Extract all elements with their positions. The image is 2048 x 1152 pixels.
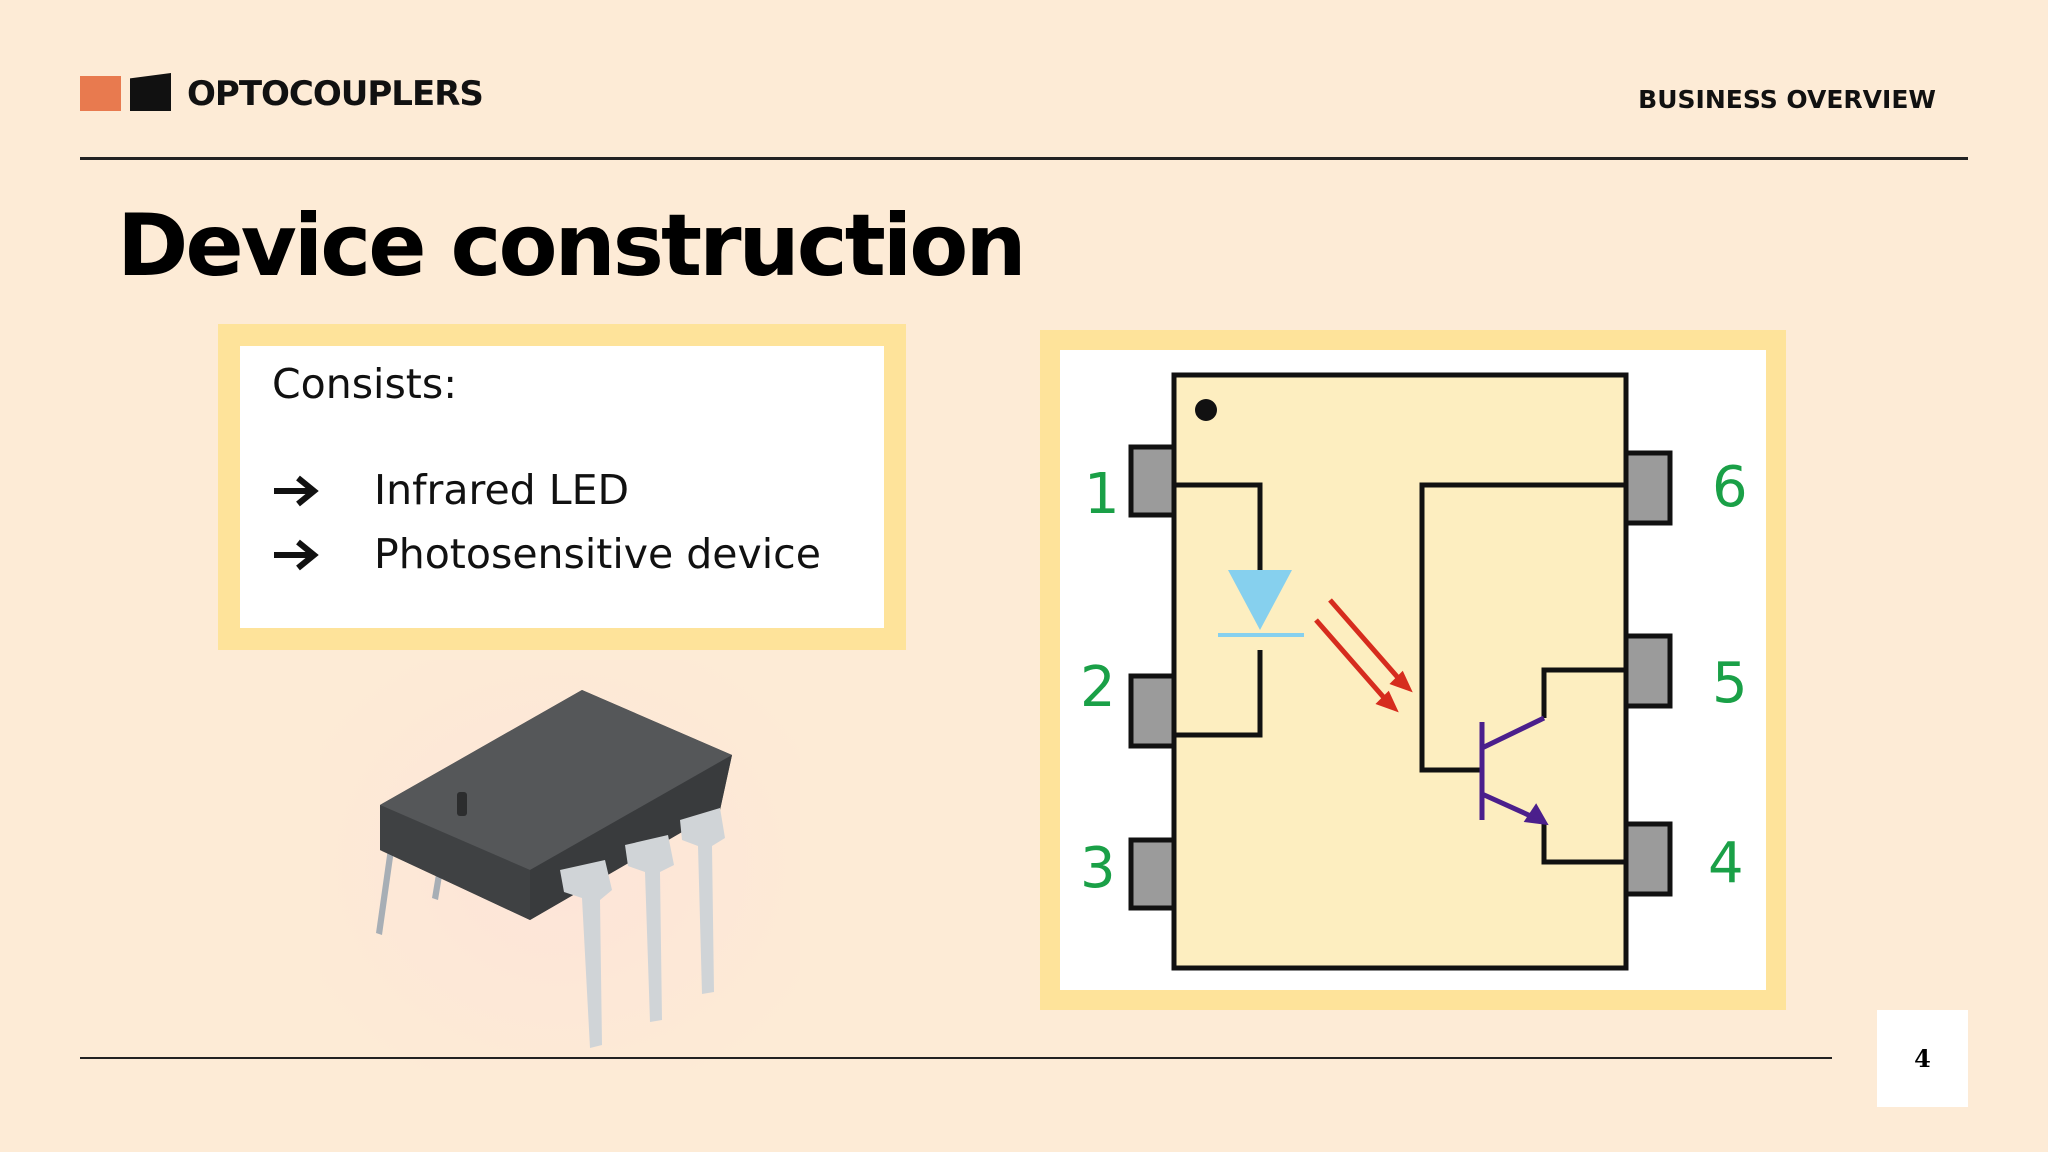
pin-3 <box>1128 837 1177 911</box>
consists-box: Consists: Infrared LED Photosensitive de… <box>218 324 906 650</box>
pin-label-1: 1 <box>1084 462 1120 527</box>
footer-divider <box>80 1057 1832 1059</box>
optocoupler-schematic: 1 2 3 4 5 6 <box>1080 372 1748 971</box>
pin-label-5: 5 <box>1712 651 1748 716</box>
bullet-label: Photosensitive device <box>374 530 821 578</box>
light-arrows-icon <box>1314 598 1413 713</box>
consists-heading: Consists: <box>272 360 458 408</box>
pin-label-4: 4 <box>1708 831 1744 896</box>
transistor-wire <box>1419 482 1626 773</box>
pin-5 <box>1623 633 1673 709</box>
page-number-box: 4 <box>1877 1010 1968 1107</box>
led-wire <box>1174 482 1263 570</box>
section-label: BUSINESS OVERVIEW <box>1638 85 1936 114</box>
arrow-right-icon <box>274 475 319 507</box>
pin-6 <box>1623 450 1673 526</box>
arrow-right-icon <box>274 539 319 571</box>
pin-2 <box>1128 673 1177 749</box>
orientation-dot-icon <box>1195 399 1217 421</box>
transistor-wire <box>1541 667 1626 718</box>
bullet-item: Infrared LED <box>272 462 872 522</box>
page-number: 4 <box>1914 1044 1931 1073</box>
logo-black-block <box>130 73 171 111</box>
optocoupler-chip-photo <box>320 660 800 1070</box>
brand-name: OPTOCOUPLERS <box>187 74 484 114</box>
transistor-wire <box>1541 822 1626 865</box>
led-wire <box>1174 650 1263 738</box>
bullet-item: Photosensitive device <box>272 526 872 586</box>
pin-1 <box>1128 444 1177 518</box>
pin-label-2: 2 <box>1080 655 1116 720</box>
led-icon <box>1218 570 1304 637</box>
phototransistor-icon <box>1479 715 1549 826</box>
bullet-label: Infrared LED <box>374 466 630 514</box>
logo-orange-block <box>80 76 121 111</box>
slide-title: Device construction <box>117 196 1027 296</box>
pin-label-3: 3 <box>1080 836 1116 901</box>
pin-4 <box>1623 821 1673 897</box>
pin-label-6: 6 <box>1712 455 1748 520</box>
diagram-frame: 1 2 3 4 5 6 <box>1040 330 1786 1010</box>
header-divider <box>80 157 1968 160</box>
